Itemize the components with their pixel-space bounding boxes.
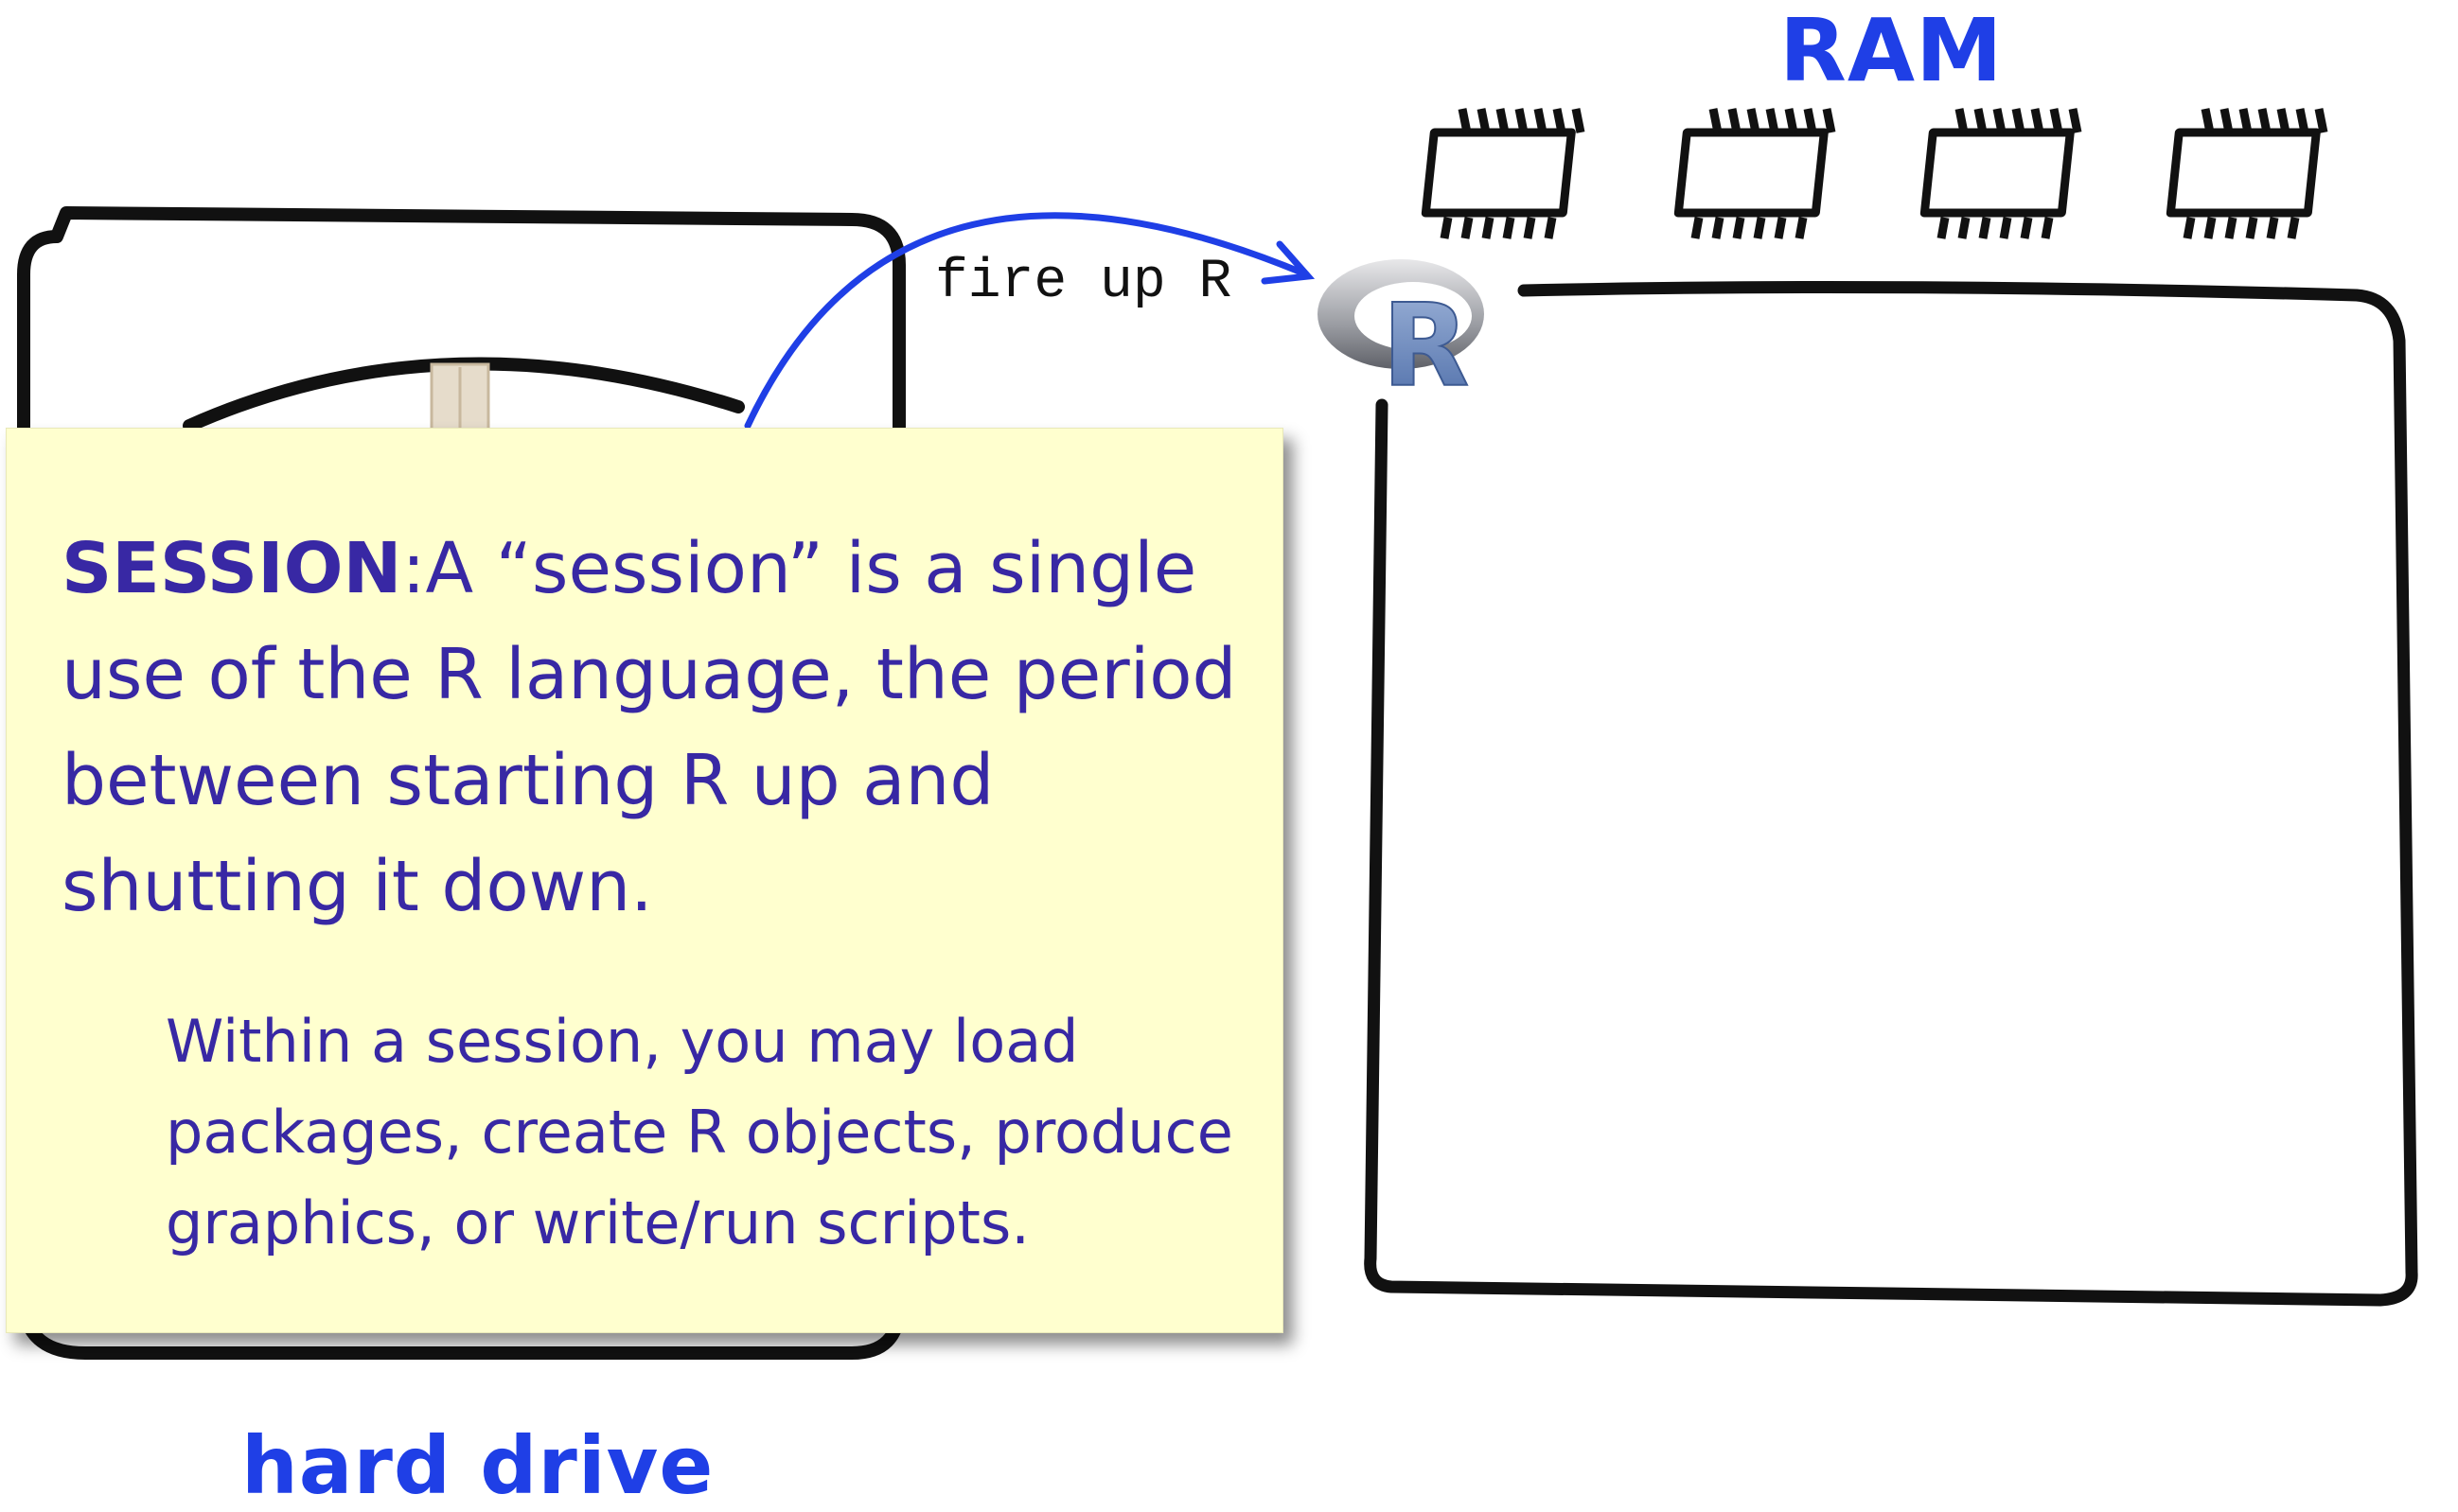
r-logo-icon: R [1317,259,1484,409]
session-definition: SESSION:A “session” is a single use of t… [62,516,1264,940]
definition-text: A “session” is a single use of the R lan… [62,528,1237,927]
hard-drive-spindle [430,362,490,437]
session-detail: Within a session, you may load packages,… [166,1007,1233,1257]
svg-text:R: R [1382,281,1469,409]
ram-chip [1673,108,1836,239]
ram-chip [1421,108,1585,239]
ram-box [1364,280,2418,1307]
ram-chip [2166,108,2328,239]
hard-drive-label: hard drive [241,1419,715,1512]
ram-chip [1919,108,2082,239]
fire-up-label: fire up R [935,252,1232,313]
term-separator: : [401,528,426,609]
session-definition-note: SESSION:A “session” is a single use of t… [6,428,1283,1333]
session-term: SESSION [62,528,402,609]
fire-up-arrow [744,212,1316,430]
ram-label: RAM [1779,0,2004,101]
